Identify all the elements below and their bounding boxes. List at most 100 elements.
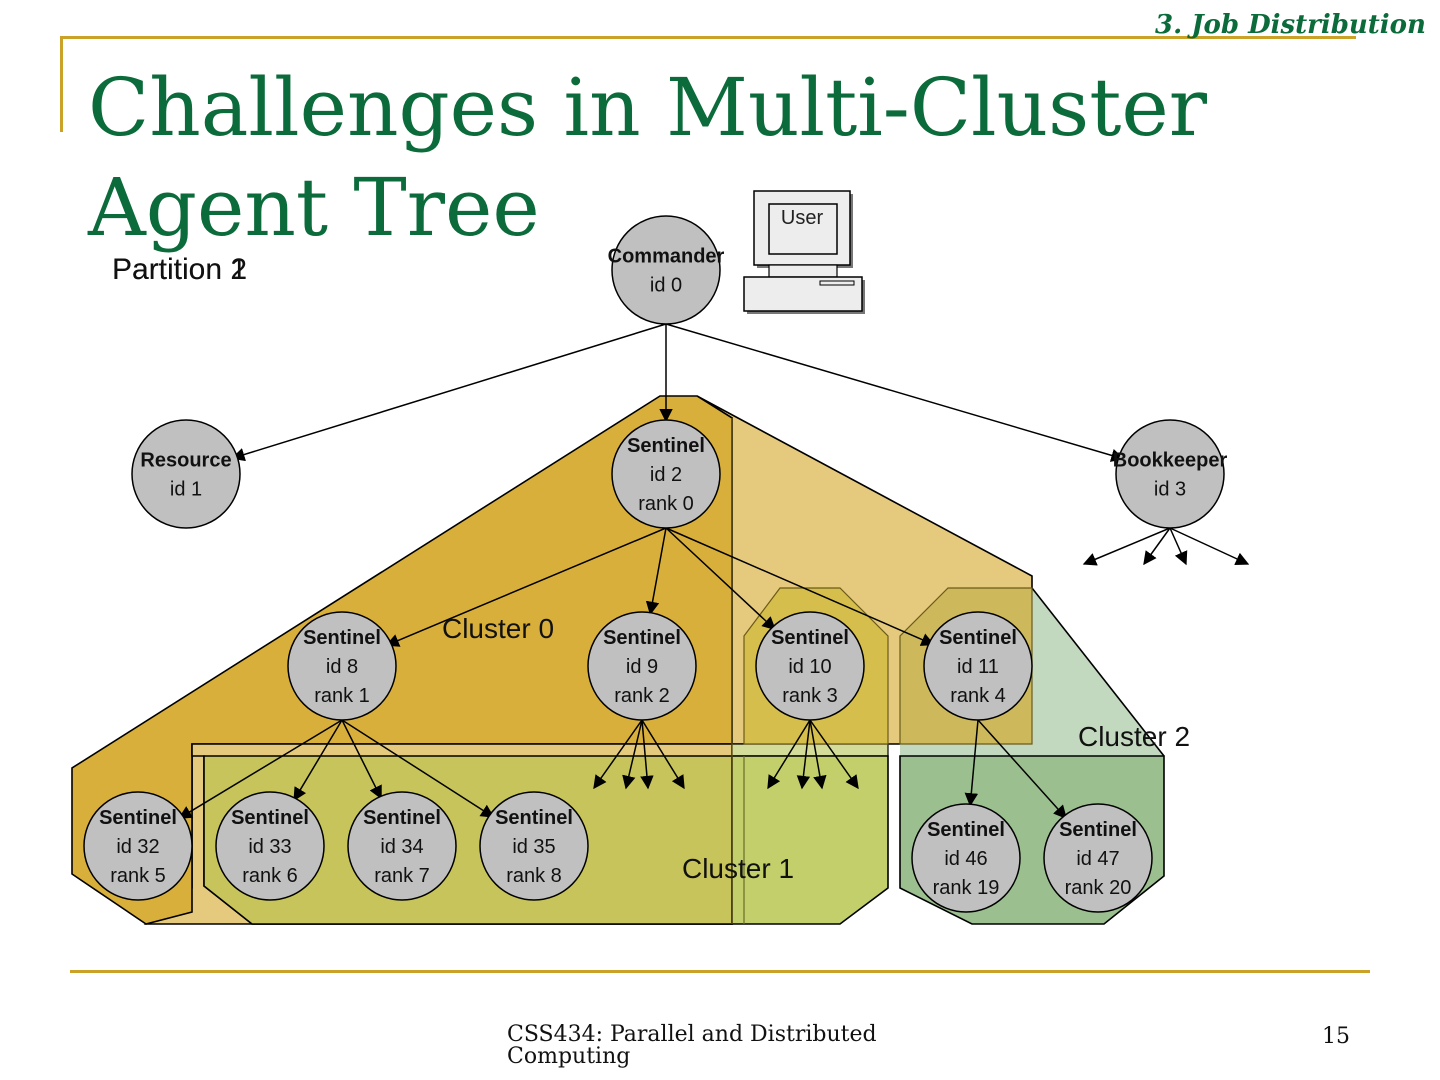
fanout-arrow-bookkeeper-2 (1169, 527, 1188, 566)
agent-node-detail: id 11 (957, 656, 999, 678)
agent-node-bookkeeper: Bookkeeper id 3 (1113, 419, 1228, 529)
agent-node-role: Resource (140, 450, 231, 472)
fanout-arrow-sentinel9-0 (593, 719, 643, 790)
section-label: 3. Job Distribution (1155, 10, 1426, 40)
agent-node-detail: id 10 (788, 656, 831, 678)
user-terminal-icon: User (743, 190, 865, 314)
agent-node-detail: id 0 (650, 275, 682, 297)
agent-node-detail: id 1 (170, 479, 202, 501)
agent-node-circle (923, 611, 1033, 721)
fanout-arrow-sentinel9-1 (622, 719, 643, 790)
agent-node-circle (911, 803, 1021, 913)
agent-node-role: Sentinel (231, 807, 309, 829)
partition-label-2: Partition 2 (112, 253, 248, 286)
cluster-1-region (203, 755, 733, 925)
edge-sentinel8-sentinel35 (341, 719, 495, 818)
footer-course-title: CSS434: Parallel and Distributed Computi… (507, 1022, 877, 1069)
cluster-1-right-region (731, 755, 889, 925)
user-label: User (781, 207, 824, 229)
agent-node-circle (587, 611, 697, 721)
agent-node-role: Sentinel (927, 819, 1005, 841)
agent-node-circle (1115, 419, 1225, 529)
agent-node-role: Bookkeeper (1113, 450, 1228, 472)
agent-node-detail: rank 8 (506, 865, 562, 887)
agent-node-resource: Resource id 1 (131, 419, 241, 529)
cluster-0-region (71, 395, 733, 925)
slide-title: Challenges in Multi-Cluster Agent Tree (88, 61, 1207, 254)
agent-node-detail: id 3 (1154, 479, 1186, 501)
fanout-arrow-sentinel10-0 (767, 719, 811, 790)
agent-node-detail: id 32 (116, 836, 159, 858)
agent-node-role: Sentinel (1059, 819, 1137, 841)
title-rule-left (60, 36, 63, 132)
edge-commander-bookkeeper (665, 323, 1125, 462)
edge-sentinel11-sentinel47 (977, 719, 1068, 820)
edge-sentinel11-sentinel46 (964, 719, 979, 807)
agent-node-detail: id 9 (626, 656, 658, 678)
agent-node-role: Sentinel (771, 627, 849, 649)
edge-commander-resource (231, 323, 667, 462)
agent-node-role: Sentinel (603, 627, 681, 649)
agent-node-detail: rank 1 (314, 685, 370, 707)
agent-node-circle (479, 791, 589, 901)
agent-node-circle (215, 791, 325, 901)
agent-node-sentinel2: Sentinel id 2 rank 0 (611, 419, 721, 529)
fanout-stubs-layer (593, 527, 1250, 790)
agent-node-detail: id 46 (944, 848, 987, 870)
agent-node-sentinel47: Sentinel id 47 rank 20 (1043, 803, 1153, 913)
agent-node-detail: id 2 (650, 464, 682, 486)
agent-node-detail: id 34 (380, 836, 423, 858)
agent-node-sentinel32: Sentinel id 32 rank 5 (83, 791, 193, 901)
agent-node-circle (347, 791, 457, 901)
agent-node-circle (1043, 803, 1153, 913)
agent-node-detail: rank 3 (782, 685, 838, 707)
agent-node-circle (287, 611, 397, 721)
agent-node-detail: rank 5 (110, 865, 166, 887)
edge-sentinel8-sentinel34 (341, 719, 382, 800)
agent-node-sentinel34: Sentinel id 34 rank 7 (347, 791, 457, 901)
edge-sentinel2-sentinel10 (665, 527, 776, 631)
agent-node-circle (83, 791, 193, 901)
agent-node-detail: id 35 (512, 836, 555, 858)
agent-node-sentinel33: Sentinel id 33 rank 6 (215, 791, 325, 901)
agent-node-detail: id 33 (248, 836, 291, 858)
fanout-arrow-bookkeeper-1 (1143, 527, 1171, 566)
agent-node-circle (755, 611, 865, 721)
agent-node-detail: rank 6 (242, 865, 298, 887)
agent-node-circle (611, 419, 721, 529)
edge-sentinel2-sentinel8 (385, 527, 667, 647)
edges-layer (178, 323, 1125, 820)
agent-node-circle (611, 215, 721, 325)
cluster-1-label: Cluster 1 (682, 853, 794, 884)
fanout-arrow-bookkeeper-3 (1169, 527, 1250, 566)
cluster-0-label: Cluster 0 (442, 613, 554, 644)
page-number: 15 (1322, 1024, 1350, 1049)
fanout-arrow-sentinel10-1 (796, 719, 811, 790)
fanout-arrow-bookkeeper-0 (1082, 527, 1171, 566)
agent-node-role: Sentinel (363, 807, 441, 829)
edge-sentinel8-sentinel32 (178, 719, 343, 819)
fanout-arrow-sentinel10-2 (809, 719, 827, 790)
agent-node-role: Sentinel (627, 435, 705, 457)
agent-node-detail: rank 0 (638, 493, 694, 515)
agent-node-role: Sentinel (99, 807, 177, 829)
fanout-arrow-sentinel10-3 (809, 719, 859, 790)
fanout-arrow-sentinel9-3 (641, 719, 685, 790)
agent-node-detail: rank 7 (374, 865, 430, 887)
agent-node-detail: rank 20 (1065, 877, 1132, 899)
edge-sentinel8-sentinel33 (293, 719, 343, 802)
title-rule-top (60, 36, 1356, 39)
partition-label-1: Partition 1 (112, 253, 248, 286)
footer-rule (70, 970, 1370, 973)
edge-sentinel2-sentinel11 (665, 527, 935, 646)
agent-node-detail: id 47 (1076, 848, 1119, 870)
fanout-arrow-sentinel9-2 (640, 719, 654, 790)
